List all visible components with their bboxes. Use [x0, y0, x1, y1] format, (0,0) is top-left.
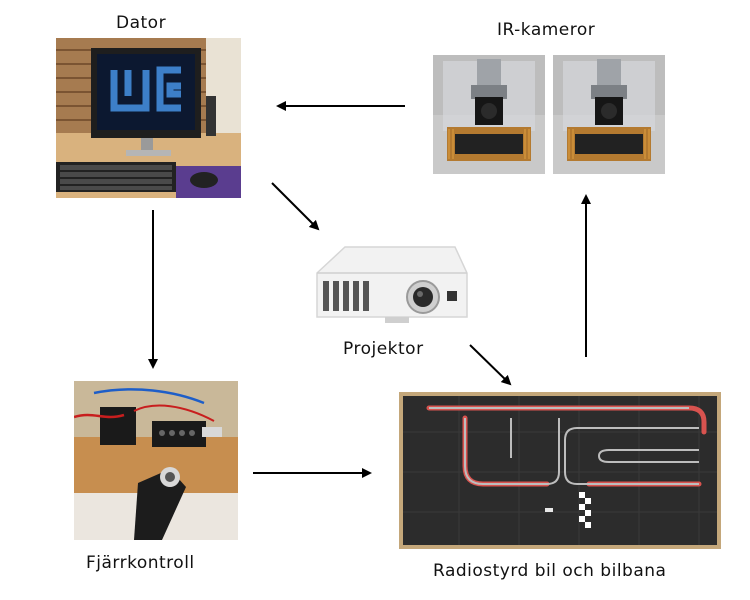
remote-control-photo — [74, 381, 238, 540]
ir-camera-photo-1 — [433, 55, 545, 174]
arrow-computer-to-projector — [271, 182, 320, 231]
ir-camera-photo-2 — [553, 55, 665, 174]
track-label: Radiostyrd bil och bilbana — [433, 561, 667, 581]
projector-label: Projektor — [343, 339, 424, 359]
remote-label: Fjärrkontroll — [86, 553, 195, 573]
arrow-projector-to-track — [469, 344, 512, 386]
computer-photo — [56, 38, 241, 198]
projector-photo — [305, 243, 471, 330]
cameras-label: IR-kameror — [497, 20, 596, 40]
computer-label: Dator — [116, 13, 167, 33]
race-track-photo — [399, 392, 721, 549]
